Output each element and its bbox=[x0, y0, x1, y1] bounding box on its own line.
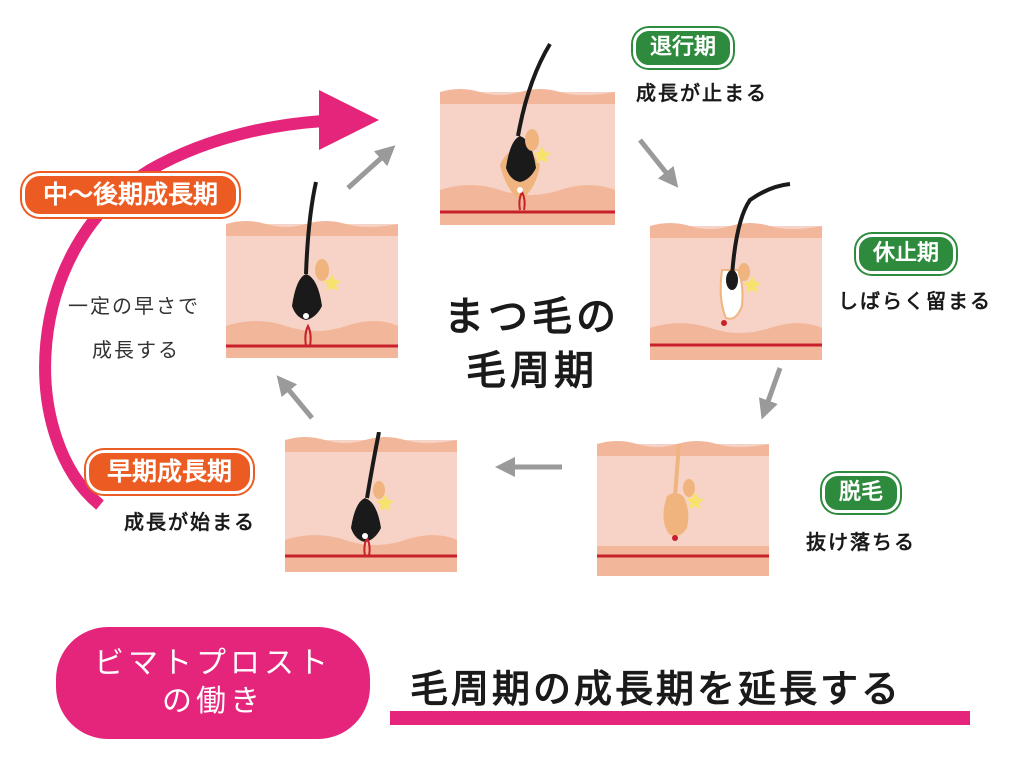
stage-caption-mid-late-anagen-line2: 成長する bbox=[92, 338, 180, 362]
hair-follicle-icon bbox=[650, 182, 822, 360]
stage-caption-telogen: しばらく留まる bbox=[838, 289, 992, 313]
diagram-title-line2: 毛周期 bbox=[466, 347, 598, 394]
stage-caption-early-anagen: 成長が始まる bbox=[124, 510, 256, 534]
hair-follicle-icon bbox=[285, 432, 457, 572]
mechanism-pill-line2: の働き bbox=[162, 684, 264, 719]
hair-follicle-icon bbox=[440, 42, 615, 225]
stage-caption-catagen: 成長が止まる bbox=[636, 81, 768, 105]
follicle-panel-catagen bbox=[440, 40, 615, 225]
stage-badge-early-anagen: 早期成長期 bbox=[86, 450, 254, 494]
stage-badge-telogen: 休止期 bbox=[856, 234, 957, 274]
mechanism-headline: 毛周期の成長期を延長する bbox=[410, 667, 903, 711]
follicle-panel-early-anagen bbox=[285, 432, 457, 572]
follicle-panel-mid-late-anagen bbox=[226, 178, 398, 358]
mechanism-pill: ビマトプロスト の働き bbox=[56, 627, 370, 739]
follicle-panel-telogen bbox=[650, 180, 822, 360]
step-arrow-icon bbox=[276, 375, 314, 420]
hair-follicle-icon bbox=[226, 181, 398, 358]
stage-badge-catagen: 退行期 bbox=[633, 28, 734, 68]
follicle-panel-shedding bbox=[597, 430, 769, 576]
stage-caption-mid-late-anagen-line1: 一定の早さで bbox=[68, 294, 200, 318]
step-arrow-icon bbox=[638, 138, 679, 188]
stage-badge-mid-late-anagen: 中〜後期成長期 bbox=[22, 173, 240, 217]
stage-badge-shedding: 脱毛 bbox=[822, 473, 901, 513]
step-arrow-icon bbox=[758, 367, 783, 420]
mechanism-pill-line1: ビマトプロスト bbox=[94, 646, 332, 681]
hair-follicle-icon bbox=[597, 441, 769, 576]
step-arrow-icon bbox=[346, 145, 396, 190]
diagram-title: まつ毛の 毛周期 bbox=[432, 290, 632, 398]
stage-caption-shedding: 抜け落ちる bbox=[806, 530, 916, 554]
headline-underline bbox=[390, 711, 970, 725]
diagram-title-line1: まつ毛の bbox=[444, 293, 620, 340]
